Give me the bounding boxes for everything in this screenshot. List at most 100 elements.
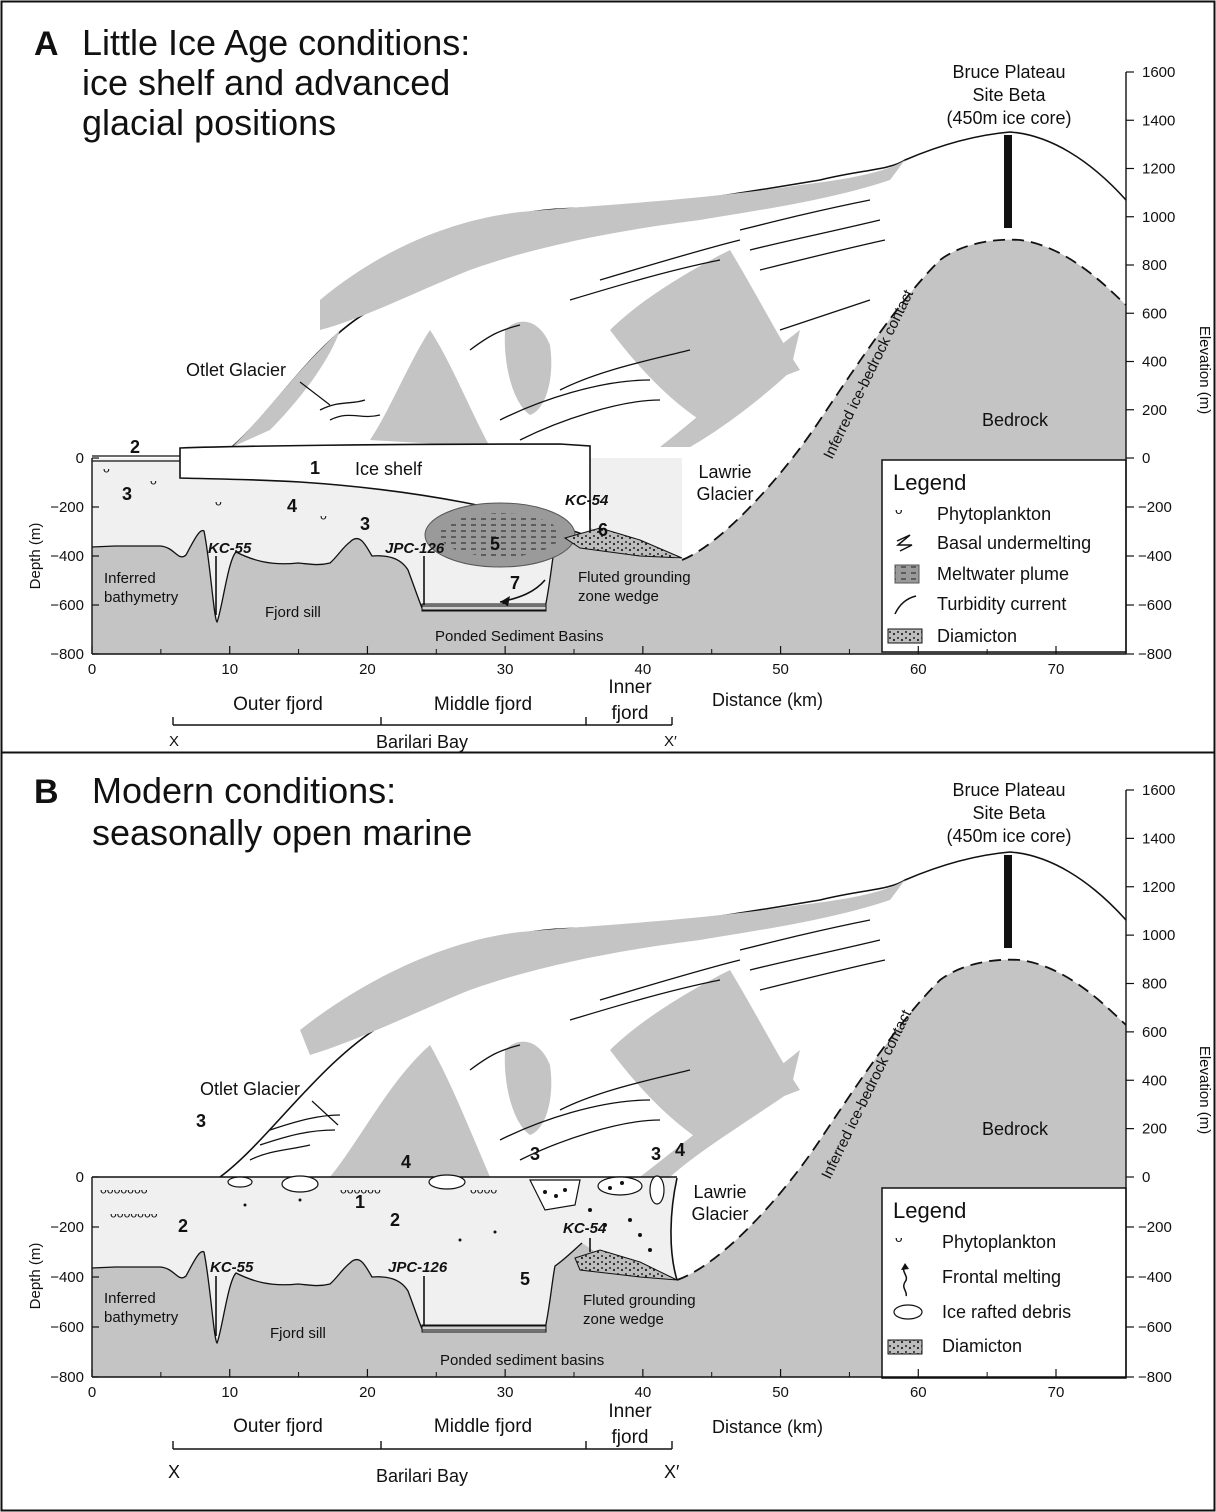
right-depth-tick-label: −600 (1138, 1319, 1172, 1336)
panel-a-num-2: 2 (130, 437, 140, 457)
panel-b-sill-label: Fjord sill (270, 1325, 326, 1342)
ponded-basin-fill-b (421, 1324, 547, 1333)
right-depth-tick-label: −200 (1138, 1219, 1172, 1236)
turbidity-current-icon (894, 595, 917, 615)
ridge-peak-left-b (330, 1045, 490, 1177)
debris-dots (243, 1181, 652, 1252)
panel-b-num-1: 1 (355, 1192, 365, 1212)
elevation-tick-label: 600 (1142, 305, 1167, 322)
panel-b-lawrie-line-2: Glacier (691, 1204, 748, 1224)
panel-a-otlet-label: Otlet Glacier (186, 360, 286, 380)
right-depth-tick-label: −200 (1138, 499, 1172, 516)
panel-b-elevation-title: Elevation (m) (1196, 1046, 1213, 1134)
elevation-tick-label: 1000 (1142, 927, 1175, 944)
svg-text:ᵕᵕᵕᵕᵕᵕᵕ: ᵕᵕᵕᵕᵕᵕᵕ (110, 1206, 158, 1226)
depth-tick-label: −200 (50, 1219, 84, 1236)
panel-a-grounding-line-2: zone wedge (578, 588, 659, 605)
x-tick-label: 40 (635, 661, 652, 678)
panel-a-ice-shelf-label: Ice shelf (355, 459, 423, 479)
panel-b-site-line-3: (450m ice core) (946, 826, 1071, 846)
svg-text:ᵕ: ᵕ (320, 508, 327, 528)
ponded-basin-fill (421, 603, 547, 612)
panel-b-site-line-2: Site Beta (972, 803, 1046, 823)
panel-a-title-line-3: glacial positions (82, 102, 336, 143)
svg-text:ᵕᵕᵕᵕᵕᵕ: ᵕᵕᵕᵕᵕᵕ (340, 1182, 381, 1202)
svg-text:fjord: fjord (612, 703, 649, 724)
ridge-island-b (504, 1041, 552, 1135)
elevation-tick-label: 400 (1142, 1072, 1167, 1089)
svg-text:Diamicton: Diamicton (942, 1336, 1022, 1356)
elevation-tick-label: 0 (1142, 450, 1150, 467)
svg-text:fjord: fjord (612, 1427, 649, 1448)
panel-b-otlet-label: Otlet Glacier (200, 1079, 300, 1099)
panel-a-legend: Legend ᵕ Phytoplankton Basal undermeltin… (881, 459, 1127, 653)
meltwater-plume-icon (894, 564, 920, 584)
panel-a-lawrie-line-1: Lawrie (698, 462, 751, 482)
svg-text:Inner: Inner (608, 677, 652, 698)
elevation-tick-label: 1200 (1142, 879, 1175, 896)
flow-lines-b (249, 919, 886, 1161)
right-depth-tick-label: −600 (1138, 597, 1172, 614)
ridge-peak-left (370, 330, 490, 447)
depth-tick-label: −400 (50, 1269, 84, 1286)
panel-a-site-line-1: Bruce Plateau (952, 62, 1065, 82)
panel-b-legend: Legend ᵕ Phytoplankton Frontal melting I… (881, 1187, 1127, 1379)
elevation-tick-label: 1400 (1142, 830, 1175, 847)
panel-b-num-3b: 3 (530, 1144, 540, 1164)
lawrie-front-b (670, 1177, 678, 1281)
panel-b-num-3c: 3 (651, 1144, 661, 1164)
panel-a-distance-title: Distance (km) (712, 690, 823, 710)
x-tick-label: 40 (635, 1384, 652, 1401)
panel-a-num-3b: 3 (360, 514, 370, 534)
depth-tick-label: −400 (50, 548, 84, 565)
ice-core-bar-b (1004, 855, 1012, 948)
svg-text:ᵕ: ᵕ (150, 473, 157, 493)
panel-b-num-3a: 3 (196, 1111, 206, 1131)
elevation-tick-label: 0 (1142, 1169, 1150, 1186)
svg-text:ᵕ: ᵕ (215, 494, 222, 514)
panel-a-sill-label: Fjord sill (265, 604, 321, 621)
phytoplankton-icon: ᵕ (895, 1230, 903, 1252)
panel-a-site-line-2: Site Beta (972, 85, 1046, 105)
depth-tick-label: −800 (50, 1369, 84, 1386)
elevation-tick-label: 800 (1142, 976, 1167, 993)
panel-a-core-kc54: KC-54 (565, 492, 609, 509)
panel-b-core-jpc126: JPC-126 (388, 1259, 448, 1276)
basal-undermelting-icon (895, 534, 913, 552)
ridge-upper-b (300, 880, 905, 1055)
depth-tick-label: 0 (76, 1169, 84, 1186)
grounding-wedge-b (574, 1249, 678, 1281)
right-depth-tick-label: −800 (1138, 1369, 1172, 1386)
x-tick-label: 20 (359, 1384, 376, 1401)
elevation-tick-label: 1400 (1142, 112, 1175, 129)
right-depth-tick-label: −400 (1138, 1269, 1172, 1286)
ridge-upper (320, 160, 905, 330)
x-tick-label: 50 (772, 1384, 789, 1401)
elevation-tick-label: 200 (1142, 1121, 1167, 1138)
panel-a-depth-title: Depth (m) (27, 523, 44, 590)
panel-b-lawrie-line-1: Lawrie (693, 1182, 746, 1202)
panel-b-num-2b: 2 (390, 1210, 400, 1230)
right-depth-tick-label: −400 (1138, 548, 1172, 565)
panel-b-bathymetry-line-2: bathymetry (104, 1309, 179, 1326)
x-tick-label: 70 (1048, 1384, 1065, 1401)
elevation-tick-label: 200 (1142, 402, 1167, 419)
panel-b-zones: Outer fjord Middle fjord Inner fjord X B… (168, 1401, 680, 1486)
x-tick-label: 10 (221, 661, 238, 678)
svg-text:Outer fjord: Outer fjord (233, 1416, 323, 1437)
x-tick-label: 70 (1048, 661, 1065, 678)
panel-a-site-line-3: (450m ice core) (946, 108, 1071, 128)
x-tick-label: 30 (497, 661, 514, 678)
svg-text:Phytoplankton: Phytoplankton (937, 504, 1051, 524)
depth-tick-label: −600 (50, 1319, 84, 1336)
panel-b-grounding-line-2: zone wedge (583, 1311, 664, 1328)
panel-b-bedrock-label: Bedrock (982, 1119, 1049, 1139)
panel-b-title-line-1: Modern conditions: (92, 770, 396, 811)
svg-text:Phytoplankton: Phytoplankton (942, 1232, 1056, 1252)
x-tick-label: 50 (772, 661, 789, 678)
panel-a-num-1: 1 (310, 458, 320, 478)
elevation-tick-label: 1600 (1142, 782, 1175, 799)
panel-a-bedrock-label: Bedrock (982, 410, 1049, 430)
panel-a-bathymetry-line-2: bathymetry (104, 589, 179, 606)
